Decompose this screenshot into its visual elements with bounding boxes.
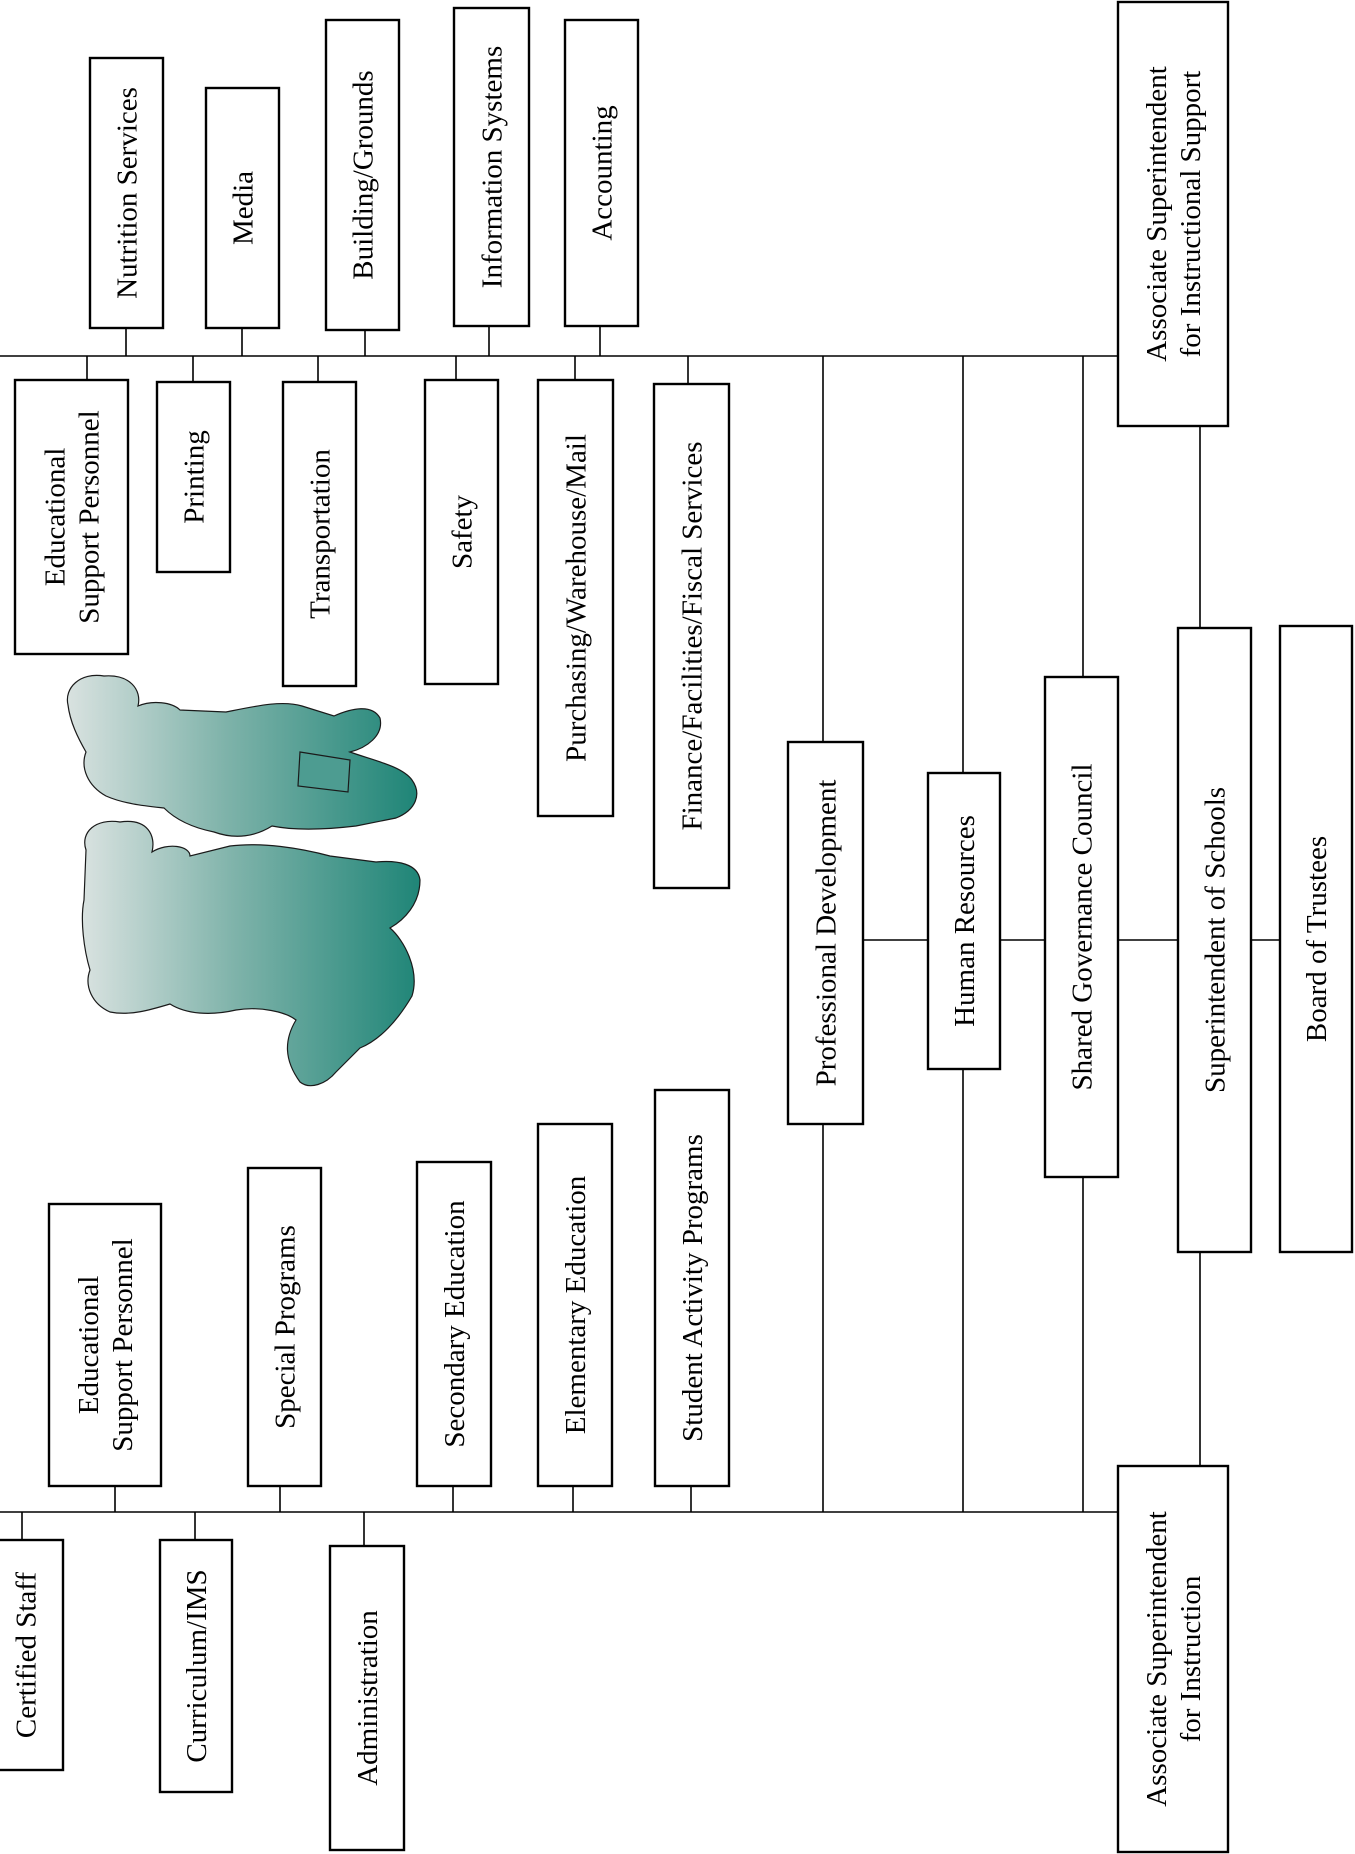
- professional-development-box: Professional Development: [786, 740, 865, 1126]
- media-box-frame: [204, 86, 281, 330]
- media-box-label: Media: [228, 171, 260, 245]
- accounting-box-label: Accounting: [587, 105, 619, 240]
- shared-governance-box-frame: [1043, 675, 1120, 1179]
- transportation-box: Transportation: [281, 380, 358, 688]
- special-programs-box-label: Special Programs: [270, 1225, 302, 1429]
- support-personnel-box-top-label: EducationalSupport Personnel: [40, 410, 106, 623]
- purchasing-box-label: Purchasing/Warehouse/Mail: [561, 434, 593, 762]
- professional-development-box-frame: [786, 740, 865, 1126]
- safety-box-label: Safety: [447, 494, 479, 569]
- transportation-box-frame: [281, 380, 358, 688]
- assoc-supt-support-box: Associate Superintendentfor Instructiona…: [1116, 0, 1230, 428]
- finance-box: Finance/Facilities/Fiscal Services: [652, 382, 731, 890]
- shared-governance-box-label: Shared Governance Council: [1067, 764, 1099, 1091]
- human-resources-box: Human Resources: [926, 771, 1002, 1071]
- support-personnel-box-top: EducationalSupport Personnel: [13, 378, 130, 656]
- elementary-box-frame: [536, 1122, 614, 1488]
- assoc-supt-support-box-frame: [1116, 0, 1230, 428]
- accounting-box: Accounting: [563, 18, 640, 328]
- elementary-box-label: Elementary Education: [560, 1175, 592, 1434]
- printing-box: Printing: [155, 380, 232, 574]
- finance-box-label: Finance/Facilities/Fiscal Services: [677, 442, 709, 831]
- elementary-box: Elementary Education: [536, 1122, 614, 1488]
- connector-lines: [0, 326, 1280, 1546]
- assoc-supt-instruction-box: Associate Superintendentfor Instruction: [1116, 1464, 1230, 1854]
- assoc-supt-support-box-label: Associate Superintendentfor Instructiona…: [1141, 66, 1207, 362]
- board-of-trustees-box: Board of Trustees: [1278, 624, 1354, 1254]
- nutrition-box-frame: [88, 56, 165, 330]
- purchasing-box: Purchasing/Warehouse/Mail: [536, 378, 615, 818]
- human-resources-box-label: Human Resources: [949, 815, 981, 1027]
- shared-governance-box: Shared Governance Council: [1043, 675, 1120, 1179]
- superintendent-box: Superintendent of Schools: [1176, 626, 1253, 1254]
- printing-box-label: Printing: [179, 430, 211, 523]
- support-personnel-box-bottom-label: EducationalSupport Personnel: [73, 1238, 139, 1451]
- administration-box: Administration: [328, 1544, 406, 1852]
- certified-staff-box-frame: [0, 1538, 65, 1772]
- secondary-box: Secondary Education: [415, 1160, 493, 1488]
- curriculum-box-label: Curriculum/IMS: [181, 1569, 213, 1762]
- board-of-trustees-box-label: Board of Trustees: [1301, 836, 1333, 1042]
- building-grounds-box-label: Building/Grounds: [348, 70, 380, 279]
- building-grounds-box: Building/Grounds: [324, 18, 401, 332]
- media-box: Media: [204, 86, 281, 330]
- curriculum-box: Curriculum/IMS: [158, 1538, 234, 1794]
- transportation-box-label: Transportation: [305, 449, 337, 619]
- special-programs-box-frame: [246, 1166, 323, 1488]
- support-personnel-box-bottom: EducationalSupport Personnel: [47, 1202, 163, 1488]
- nutrition-box: Nutrition Services: [88, 56, 165, 330]
- superintendent-box-frame: [1176, 626, 1253, 1254]
- information-systems-box-label: Information Systems: [477, 46, 509, 288]
- safety-box: Safety: [423, 378, 500, 686]
- purchasing-box-frame: [536, 378, 615, 818]
- printing-box-frame: [155, 380, 232, 574]
- finance-box-frame: [652, 382, 731, 890]
- administration-box-label: Administration: [352, 1610, 384, 1786]
- assoc-supt-instruction-box-label: Associate Superintendentfor Instruction: [1141, 1511, 1207, 1807]
- board-of-trustees-box-frame: [1278, 624, 1354, 1254]
- student-activity-box: Student Activity Programs: [653, 1088, 731, 1488]
- accounting-box-frame: [563, 18, 640, 328]
- building-grounds-box-frame: [324, 18, 401, 332]
- nutrition-box-label: Nutrition Services: [112, 87, 144, 299]
- administration-box-frame: [328, 1544, 406, 1852]
- student-activity-box-frame: [653, 1088, 731, 1488]
- students-illustration: [66, 674, 421, 1087]
- safety-box-frame: [423, 378, 500, 686]
- support-personnel-box-bottom-frame: [47, 1202, 163, 1488]
- superintendent-box-label: Superintendent of Schools: [1200, 787, 1232, 1093]
- special-programs-box: Special Programs: [246, 1166, 323, 1488]
- secondary-box-frame: [415, 1160, 493, 1488]
- support-personnel-box-top-frame: [13, 378, 130, 656]
- certified-staff-box: Certified Staff: [0, 1538, 65, 1772]
- human-resources-box-frame: [926, 771, 1002, 1071]
- information-systems-box-frame: [452, 6, 531, 328]
- information-systems-box: Information Systems: [452, 6, 531, 328]
- secondary-box-label: Secondary Education: [439, 1200, 471, 1448]
- certified-staff-box-label: Certified Staff: [11, 1572, 43, 1739]
- assoc-supt-instruction-box-frame: [1116, 1464, 1230, 1854]
- student-activity-box-label: Student Activity Programs: [677, 1134, 709, 1442]
- curriculum-box-frame: [158, 1538, 234, 1794]
- professional-development-box-label: Professional Development: [811, 780, 843, 1087]
